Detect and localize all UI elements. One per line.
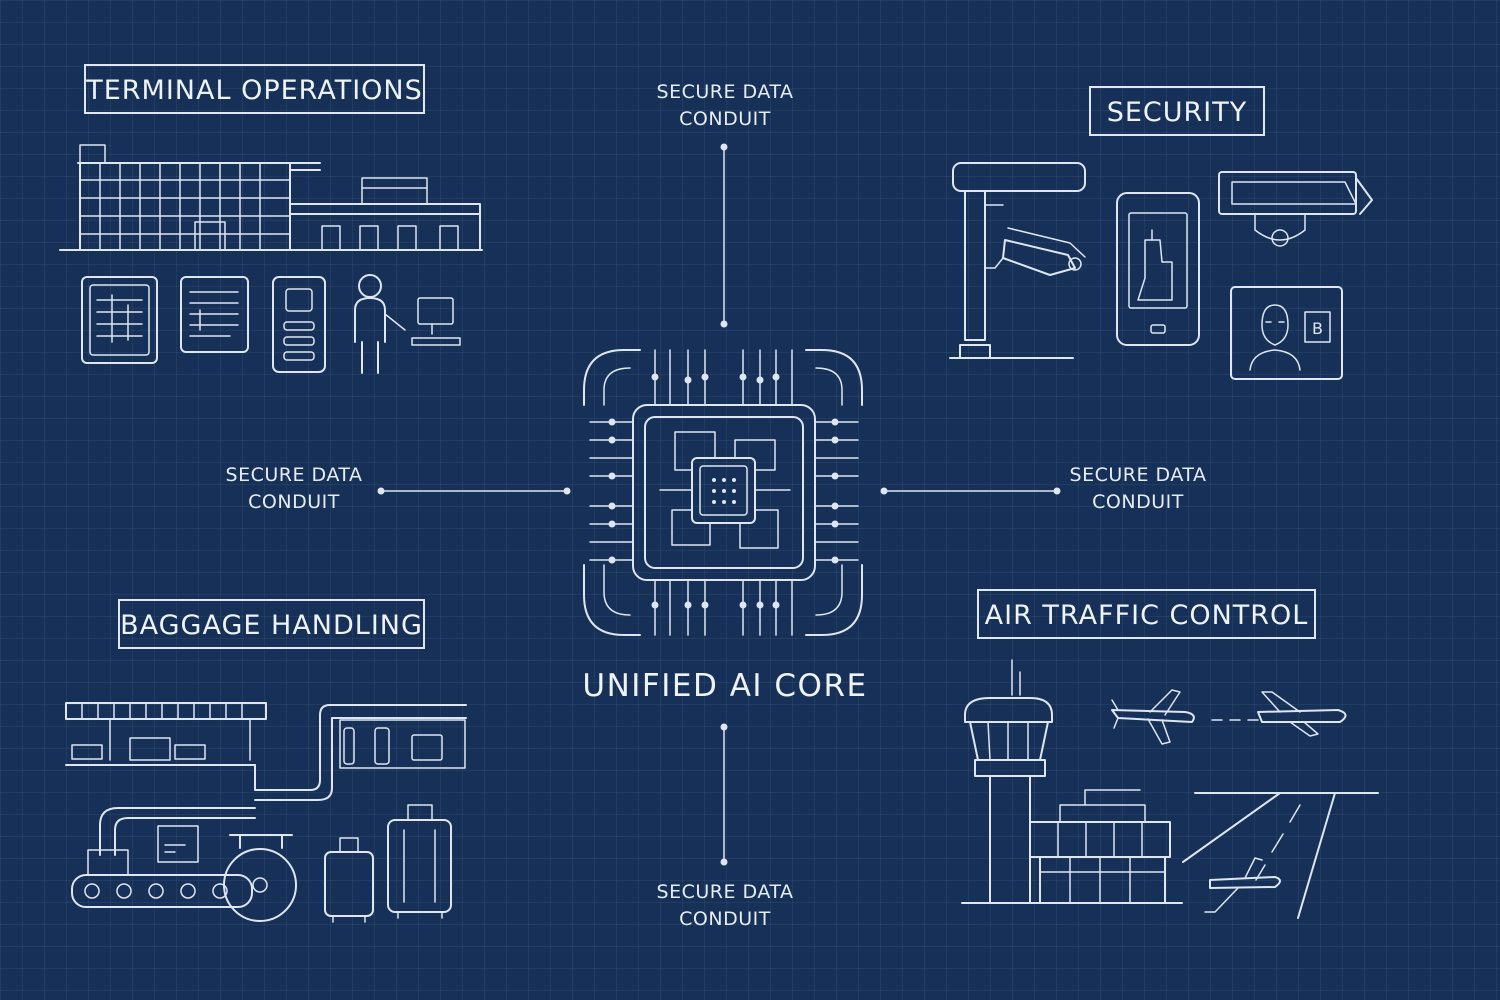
mobile-device-icon <box>272 276 326 373</box>
runway-icon <box>1182 792 1379 919</box>
conduit-line-right <box>880 487 1061 495</box>
conduit-top-line2: CONDUIT <box>679 108 771 130</box>
conduit-label-bottom: SECURE DATA CONDUIT <box>625 879 825 933</box>
conduit-label-left: SECURE DATA CONDUIT <box>194 462 394 516</box>
baggage-conveyor-icon <box>65 702 467 922</box>
conduit-line-left <box>377 487 571 495</box>
agent-at-kiosk-icon <box>354 274 461 374</box>
form-panel-icon <box>180 276 249 353</box>
air-traffic-control-label: AIR TRAFFIC CONTROL <box>977 589 1316 639</box>
security-label: SECURITY <box>1089 86 1265 136</box>
conduit-top-line1: SECURE DATA <box>656 81 794 103</box>
ai-chip-icon <box>583 349 863 636</box>
ceiling-camera-icon <box>1218 171 1373 247</box>
conduit-right-line2: CONDUIT <box>1092 491 1184 513</box>
security-camera-icon <box>949 162 1086 359</box>
conduit-label-top: SECURE DATA CONDUIT <box>625 79 825 133</box>
airplane-icon <box>1111 689 1347 745</box>
suitcase-icon <box>324 804 452 923</box>
face-id-badge-letter: B <box>1312 319 1323 338</box>
mobile-scanner-icon <box>1116 192 1200 346</box>
conduit-bottom-line2: CONDUIT <box>679 908 771 930</box>
document-panel-icon <box>81 276 158 364</box>
conduit-line-bottom <box>720 723 728 866</box>
conduit-label-right: SECURE DATA CONDUIT <box>1038 462 1238 516</box>
conduit-left-line2: CONDUIT <box>248 491 340 513</box>
conduit-right-line1: SECURE DATA <box>1069 464 1207 486</box>
conduit-bottom-line1: SECURE DATA <box>656 881 794 903</box>
face-id-icon: B <box>1230 286 1343 380</box>
terminal-building-icon <box>59 144 483 251</box>
conduit-left-line1: SECURE DATA <box>225 464 363 486</box>
control-tower-icon <box>961 659 1183 904</box>
terminal-operations-label: TERMINAL OPERATIONS <box>84 64 425 114</box>
core-title: UNIFIED AI CORE <box>582 668 868 704</box>
baggage-handling-label: BAGGAGE HANDLING <box>118 599 425 649</box>
conduit-line-top <box>720 143 728 328</box>
